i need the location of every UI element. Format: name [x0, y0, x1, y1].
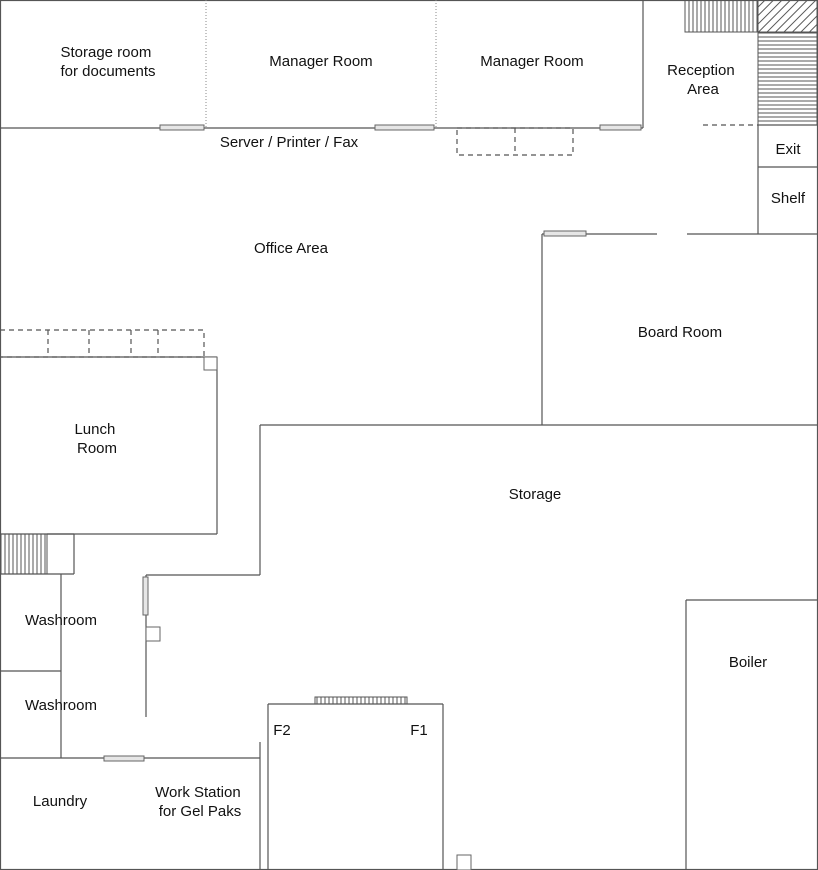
lunch-counter-dashed: [0, 329, 205, 358]
boiler-walls: [685, 599, 818, 870]
label-board-room: Board Room: [638, 324, 722, 341]
label-exit: Exit: [775, 141, 801, 158]
washroom-hatching: [0, 533, 48, 575]
reception-walls: [703, 124, 818, 234]
label-office-area: Office Area: [254, 240, 329, 257]
freezer-small-box: [456, 854, 472, 870]
label-boiler: Boiler: [729, 654, 767, 671]
label-f2: F2: [273, 722, 291, 739]
storage-walls: [145, 424, 818, 717]
label-server: Server / Printer / Fax: [220, 134, 359, 151]
label-washroom-1: Washroom: [25, 612, 97, 629]
label-storage: Storage: [509, 486, 562, 503]
storage-side-door: [142, 576, 149, 616]
label-work-station: Work Station for Gel Paks: [155, 784, 245, 820]
label-laundry: Laundry: [33, 793, 88, 810]
label-manager-room-1: Manager Room: [269, 53, 372, 70]
label-lunch-room: Lunch Room: [74, 421, 119, 457]
storage-small-box: [145, 626, 161, 642]
lunch-small-box: [203, 356, 218, 371]
server-printer-fax-outline: [456, 127, 574, 156]
freezer-vent: [314, 696, 408, 705]
washroom-walls: [0, 533, 75, 758]
top-rooms-walls: [0, 0, 644, 129]
label-storage-docs: Storage room for documents: [60, 44, 155, 80]
label-shelf: Shelf: [771, 190, 806, 207]
label-washroom-2: Washroom: [25, 697, 97, 714]
board-room-door: [543, 230, 587, 237]
laundry-door: [103, 755, 145, 762]
label-reception: Reception Area: [667, 62, 739, 98]
top-doors: [159, 124, 642, 131]
label-manager-room-2: Manager Room: [480, 53, 583, 70]
label-f1: F1: [410, 722, 428, 739]
